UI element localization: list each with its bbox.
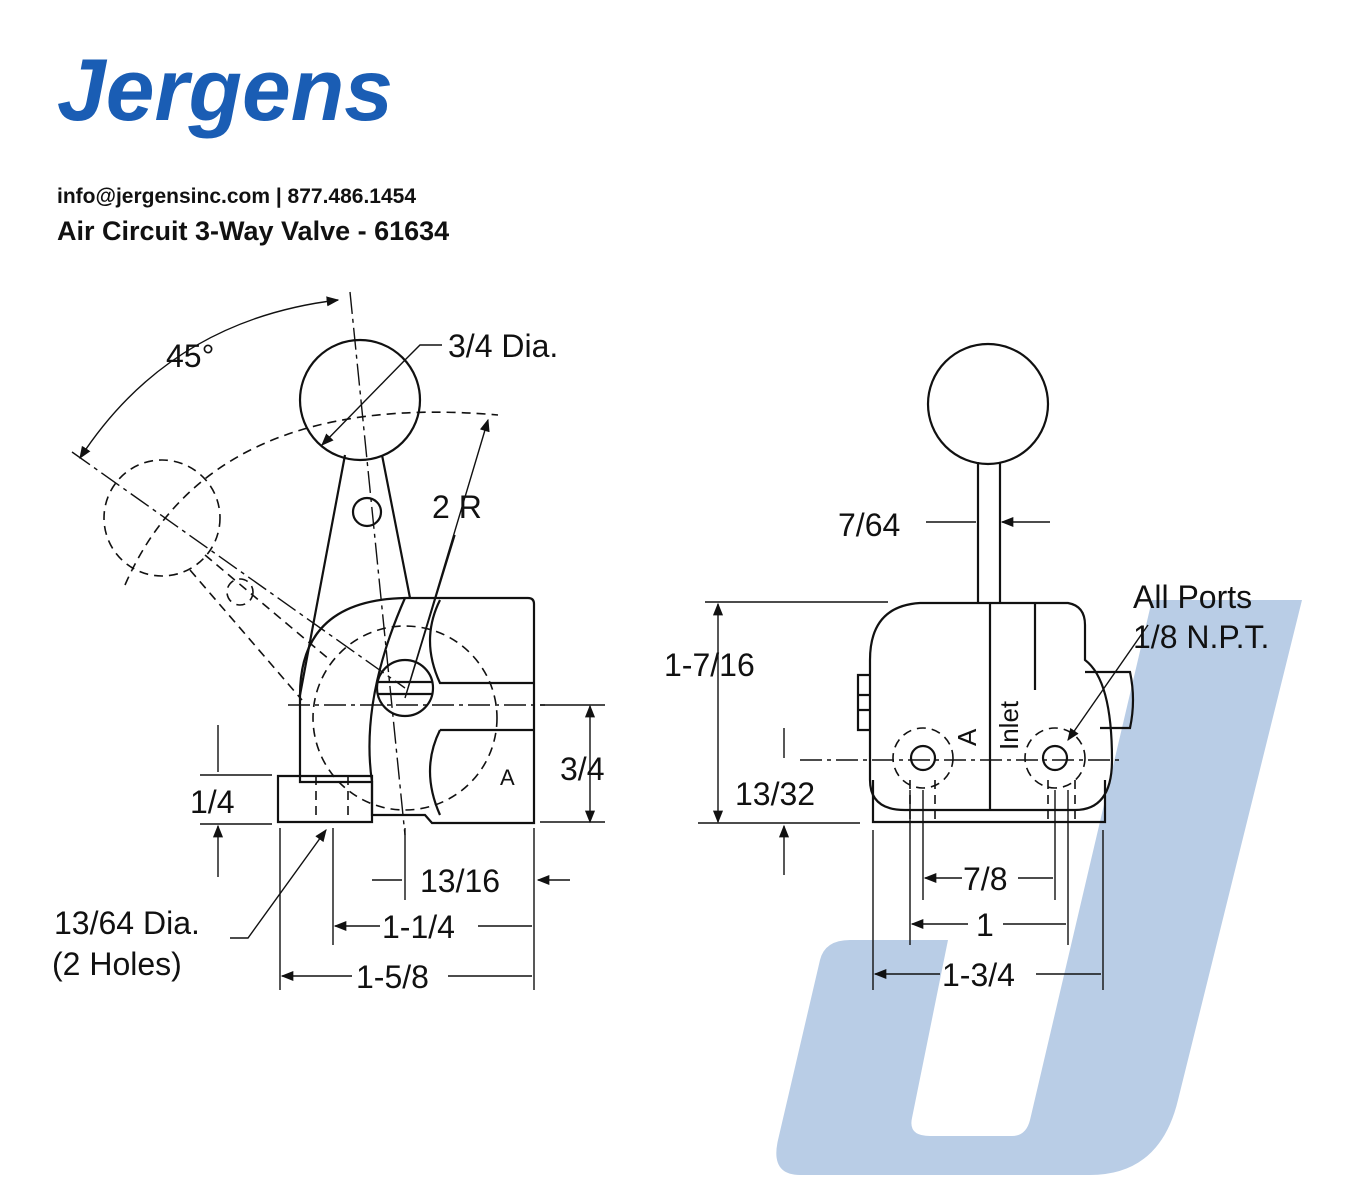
front-ports-note-2: 1/8 N.P.T.	[1133, 619, 1269, 655]
side-ball	[298, 338, 422, 462]
side-dim-1-5-8: 1-5/8	[356, 959, 429, 995]
side-angle-label: 45°	[166, 338, 214, 374]
front-dim-1-3-4: 1-3/4	[942, 957, 1015, 993]
front-port-inlet-outer	[1024, 727, 1086, 789]
side-pivot	[375, 658, 435, 718]
jergens-logo: Jergens	[57, 40, 393, 139]
watermark-j-shape	[776, 600, 1302, 1175]
side-ball-rotated	[103, 459, 221, 577]
front-ports-leader	[1067, 624, 1149, 742]
side-hole-rotated	[226, 578, 254, 606]
side-lever	[298, 454, 412, 696]
front-fitting-left	[856, 673, 870, 732]
front-port-a	[909, 744, 937, 772]
logo-text: Jergens	[57, 40, 393, 139]
side-port-label: A	[500, 765, 515, 790]
front-body-divider	[988, 603, 1037, 810]
side-dim-13-16: 13/16	[420, 863, 500, 899]
front-dim-7-8: 7/8	[963, 861, 1007, 897]
side-hole-leader	[230, 828, 327, 939]
side-hole-note-1: 13/64 Dia.	[54, 905, 200, 941]
side-radius-label: 2 R	[432, 489, 482, 525]
side-base-holes	[315, 776, 349, 822]
front-port-height-label: 13/32	[735, 776, 815, 812]
front-stem	[976, 462, 1002, 603]
side-height-port-label: 3/4	[560, 751, 604, 787]
front-port-a-outer	[892, 727, 954, 789]
side-pivot-slot	[378, 680, 432, 696]
side-body	[298, 596, 536, 825]
side-sweep-circle	[312, 625, 498, 811]
front-height-label: 1-7/16	[664, 647, 755, 683]
side-lever-rotated	[189, 554, 331, 701]
side-angle-arc	[79, 296, 340, 460]
front-dim-1: 1	[976, 907, 994, 943]
side-base	[276, 774, 374, 824]
front-ports-note-1: All Ports	[1133, 579, 1252, 615]
side-view: 45° 3/4 Dia. 2 R A 3/4 1/4 13/16 1-1/4 1…	[52, 291, 605, 995]
contact-info: info@jergensinc.com | 877.486.1454	[57, 185, 417, 208]
front-base	[871, 780, 1107, 824]
front-holes-dashed	[909, 780, 1076, 822]
header: Jergens info@jergensinc.com | 877.486.14…	[55, 40, 575, 246]
side-centerlines	[71, 291, 545, 836]
product-title: Air Circuit 3-Way Valve - 61634	[57, 216, 450, 246]
front-ball	[926, 342, 1050, 466]
front-port-inlet	[1041, 744, 1069, 772]
front-port-a-label: A	[952, 728, 982, 746]
side-base-height-label: 1/4	[190, 784, 234, 820]
side-lever-hole	[351, 496, 383, 528]
side-ball-dia-label: 3/4 Dia.	[448, 328, 558, 364]
front-view: 7/64 All Ports 1/8 N.P.T. 1-7/16 13/32 A…	[664, 342, 1269, 993]
side-dim-1-1-4: 1-1/4	[382, 909, 455, 945]
side-hole-note-2: (2 Holes)	[52, 946, 182, 982]
front-stem-dia-label: 7/64	[838, 507, 900, 543]
side-port-boss	[368, 597, 534, 816]
front-body	[868, 601, 1114, 812]
front-inlet-label: Inlet	[994, 700, 1024, 750]
front-fitting-right	[1085, 670, 1135, 730]
side-radius-leader	[404, 420, 488, 699]
side-ball-leader	[321, 344, 442, 446]
